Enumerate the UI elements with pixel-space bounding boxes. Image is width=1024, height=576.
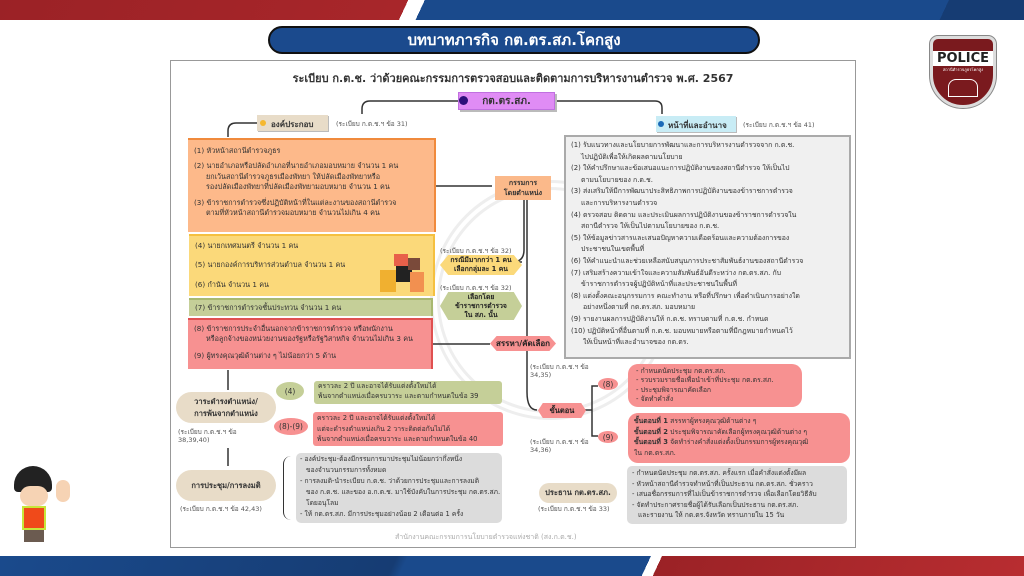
term-label: วาระดำรงตำแหน่ง/การพ้นจากตำแหน่ง [176,392,276,423]
steps-p8-box: - กำหนดนัดประชุม กต.ตร.สภ.- รวบรวมรายชื่… [628,364,802,407]
duties-ref: (ระเบียบ ก.ต.ช.ฯ ข้อ 41) [743,121,815,129]
police-badge-logo: POLICE สถานีตำรวจภูธรโคกสูง [929,35,997,109]
term-g4-tag: (4) [276,382,304,400]
members-box-green: (7) ข้าราชการตำรวจชั้นประทวน จำนวน 1 คน [189,298,433,316]
meeting-brace [283,456,293,520]
steps-tag: ขั้นตอน [538,403,586,418]
line-composition-trunk [227,122,257,137]
line-root-to-composition [361,100,463,114]
line-root-to-duties [555,100,663,114]
line-steps-branch [585,385,598,437]
meeting-label: การประชุม/การลงมติ [176,470,276,501]
building-icon [948,79,978,97]
steps-p9-ref: (ระเบียบ ก.ต.ช.ฯ ข้อ 34,36) [530,438,589,454]
steps-p9-tag: (9) [598,431,618,443]
composition-ref: (ระเบียบ ก.ต.ช.ฯ ข้อ 31) [336,120,408,128]
root-dot-icon [459,96,468,105]
bottom-banner [0,556,1024,576]
page-header: บทบาทภารกิจ กต.ตร.สภ.โคกสูง [268,26,760,54]
chair-ref: (ระเบียบ ก.ต.ช.ฯ ข้อ 33) [538,505,610,513]
puzzle-illustration [372,252,430,294]
composition-dot-icon [260,120,266,126]
steps-p9-box: ขั้นตอนที่ 1 สรรหาผู้ทรงคุณวุฒิด้านต่าง … [628,413,850,463]
root-node-kt-tr-sp: กต.ตร.สภ. [458,92,555,110]
hex-group-selection: กรณีมีมากกว่า 1 คนเลือกกลุ่มละ 1 คน [440,255,522,275]
chair-box: - กำหนดนัดประชุม กต.ตร.สภ. ครั้งแรก เมื่… [627,466,847,524]
footer-credit: สำนักงานคณะกรรมการนโยบายตำรวจแห่งชาติ (ส… [395,533,577,541]
meeting-box: - องค์ประชุม-ต้องมีกรรมการมาประชุมไม่น้อ… [296,453,502,523]
police-mascot [12,466,76,544]
diagram-title: ระเบียบ ก.ต.ช. ว่าด้วยคณะกรรมการตรวจสอบแ… [292,72,734,85]
duties-dot-icon [658,121,664,127]
term-g4-box: คราวละ 2 ปี และอาจได้รับแต่งตั้งใหม่ได้พ… [314,381,502,404]
steps-p8-tag: (8) [598,378,618,390]
members-box-pink: (8) ข้าราชการประจำอื่นนอกจากข้าราชการตำร… [188,318,433,369]
term-g89-box: คราวละ 2 ปี และอาจได้รับแต่งตั้งใหม่ได้แ… [313,412,503,446]
steps-p8-ref: (ระเบียบ ก.ต.ช.ฯ ข้อ 34,35) [530,363,589,379]
composition-label: องค์ประกอบ [257,115,328,131]
duties-label: หน้าที่และอำนาจ [656,116,736,132]
ex-officio-box: กรรมการโดยตำแหน่ง [495,176,551,200]
chair-label: ประธาน กต.ตร.สภ. [539,483,617,503]
top-banner [0,0,1024,20]
hex2-ref: (ระเบียบ ก.ต.ช.ฯ ข้อ 32) [440,284,512,292]
duties-box: (1) รับแนวทางและนโยบายการพัฒนาและการบริห… [564,135,851,359]
hex-police-vote: เลือกโดยข้าราชการตำรวจใน สภ. นั้น [440,292,522,320]
term-ref: (ระเบียบ ก.ต.ช.ฯ ข้อ 38,39,40) [178,428,270,444]
recruit-selection-tag: สรรหา/คัดเลือก [490,336,556,351]
hex1-ref: (ระเบียบ ก.ต.ช.ฯ ข้อ 32) [440,247,512,255]
meeting-ref: (ระเบียบ ก.ต.ช.ฯ ข้อ 42,43) [180,505,262,513]
members-box-orange: (1) หัวหน้าสถานีตำรวจภูธร (2) นายอำเภอหร… [188,138,436,232]
term-g89-tag: (8)-(9) [274,418,308,435]
